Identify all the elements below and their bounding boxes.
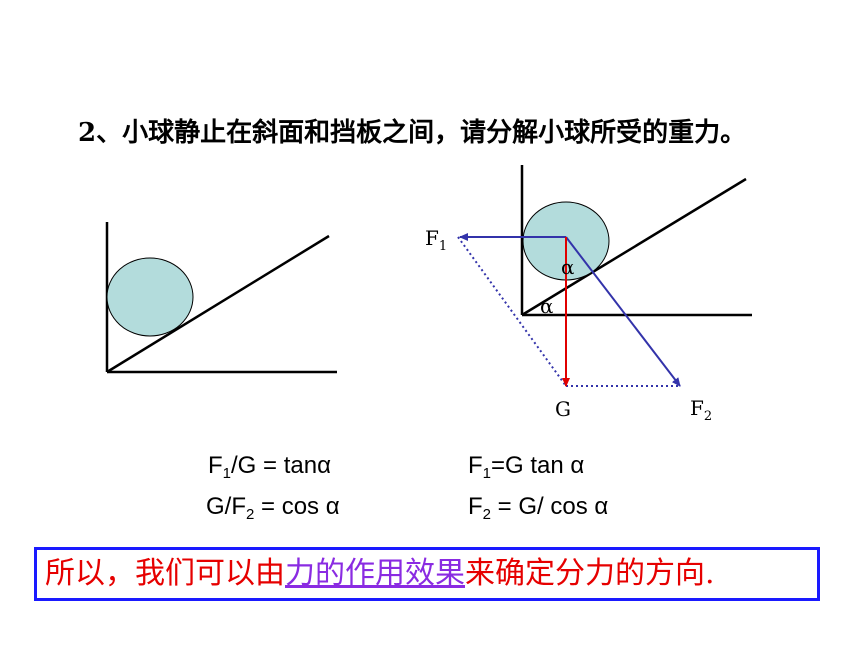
label-alpha-bottom: α <box>540 294 554 318</box>
label-alpha-top: α <box>561 255 575 279</box>
left-figure <box>105 222 337 374</box>
formula-f2-equals: F2 = G/ cos α <box>468 493 609 523</box>
parallelogram-edge-left <box>457 236 567 387</box>
formula-f1-equals: F1=G tan α <box>468 452 585 482</box>
right-figure: F1 F2 G α α <box>425 165 752 424</box>
formula-f1-over-g: F1/G = tanα <box>208 452 331 482</box>
label-f2: F2 <box>690 396 712 424</box>
left-ball <box>106 257 194 337</box>
left-incline <box>106 234 330 374</box>
formula-g-over-f2: G/F2 = cos α <box>206 493 340 523</box>
conclusion-post: 来确定分力的方向. <box>465 556 715 591</box>
label-f1: F1 <box>425 226 447 254</box>
conclusion-link[interactable]: 力的作用效果 <box>285 556 465 591</box>
conclusion-box: 所以，我们可以由力的作用效果来确定分力的方向. <box>34 547 820 601</box>
force-f2-arrow <box>565 236 681 387</box>
conclusion-pre: 所以，我们可以由 <box>45 556 285 591</box>
label-g: G <box>555 397 571 421</box>
problem-title: 2、小球静止在斜面和挡板之间，请分解小球所受的重力。 <box>78 118 747 148</box>
right-incline <box>521 177 747 317</box>
